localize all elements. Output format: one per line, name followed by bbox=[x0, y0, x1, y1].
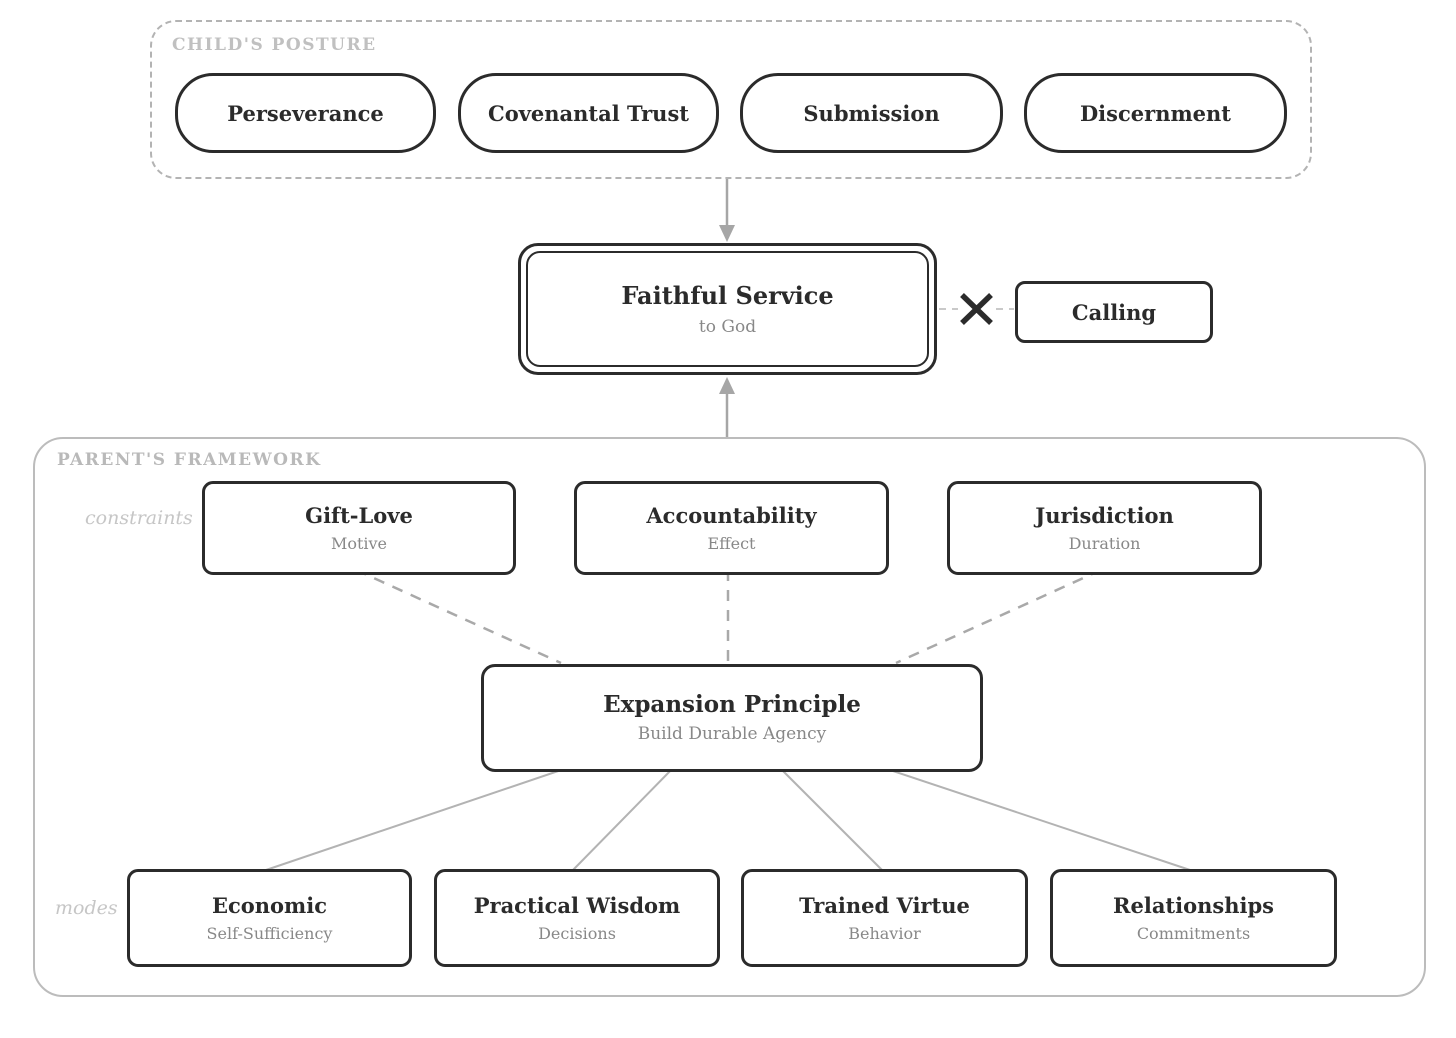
mode-subtitle: Behavior bbox=[848, 923, 921, 943]
mode-node-economic[interactable]: Economic Self-Sufficiency bbox=[127, 869, 412, 967]
cross-icon bbox=[960, 293, 993, 325]
mode-node-practical-wisdom[interactable]: Practical Wisdom Decisions bbox=[434, 869, 720, 967]
expansion-principle-node[interactable]: Expansion Principle Build Durable Agency bbox=[481, 664, 983, 772]
posture-node-label: Covenantal Trust bbox=[488, 100, 689, 126]
posture-node-covenantal-trust[interactable]: Covenantal Trust bbox=[458, 73, 719, 153]
constraint-node-gift-love[interactable]: Gift-Love Motive bbox=[202, 481, 516, 575]
mode-subtitle: Commitments bbox=[1136, 923, 1251, 943]
childs-posture-group bbox=[150, 20, 1312, 179]
constraints-label: constraints bbox=[85, 507, 193, 529]
constraint-title: Gift-Love bbox=[305, 502, 413, 528]
posture-node-label: Perseverance bbox=[227, 100, 384, 126]
mode-subtitle: Decisions bbox=[538, 923, 616, 943]
faithful-service-inner: Faithful Service to God bbox=[526, 251, 929, 367]
mode-title: Practical Wisdom bbox=[473, 892, 681, 918]
constraint-subtitle: Duration bbox=[1068, 533, 1141, 553]
mode-node-trained-virtue[interactable]: Trained Virtue Behavior bbox=[741, 869, 1028, 967]
posture-node-label: Discernment bbox=[1079, 100, 1232, 126]
parents-framework-group bbox=[33, 437, 1426, 997]
arrow-posture-to-service bbox=[719, 177, 735, 242]
parents-framework-label: PARENT'S FRAMEWORK bbox=[57, 450, 322, 470]
constraint-subtitle: Effect bbox=[707, 533, 756, 553]
posture-node-submission[interactable]: Submission bbox=[740, 73, 1003, 153]
posture-node-discernment[interactable]: Discernment bbox=[1024, 73, 1287, 153]
mode-title: Economic bbox=[211, 892, 328, 918]
mode-node-relationships[interactable]: Relationships Commitments bbox=[1050, 869, 1337, 967]
posture-node-perseverance[interactable]: Perseverance bbox=[175, 73, 436, 153]
constraint-node-accountability[interactable]: Accountability Effect bbox=[574, 481, 889, 575]
calling-label: Calling bbox=[1071, 299, 1157, 325]
faithful-service-subtitle: to God bbox=[698, 317, 757, 337]
constraint-node-jurisdiction[interactable]: Jurisdiction Duration bbox=[947, 481, 1262, 575]
childs-posture-label: CHILD'S POSTURE bbox=[172, 35, 377, 55]
calling-node[interactable]: Calling bbox=[1015, 281, 1213, 343]
mode-title: Trained Virtue bbox=[799, 892, 970, 918]
expansion-principle-title: Expansion Principle bbox=[603, 690, 861, 718]
expansion-principle-subtitle: Build Durable Agency bbox=[637, 724, 827, 745]
constraint-title: Jurisdiction bbox=[1035, 502, 1174, 528]
mode-title: Relationships bbox=[1113, 892, 1274, 918]
modes-label: modes bbox=[55, 897, 118, 919]
constraint-title: Accountability bbox=[646, 502, 817, 528]
faithful-service-title: Faithful Service bbox=[621, 281, 834, 310]
arrow-framework-to-service bbox=[719, 377, 735, 437]
posture-node-label: Submission bbox=[803, 100, 940, 126]
constraint-subtitle: Motive bbox=[330, 533, 388, 553]
faithful-service-node[interactable]: Faithful Service to God bbox=[518, 243, 937, 375]
mode-subtitle: Self-Sufficiency bbox=[206, 923, 333, 943]
